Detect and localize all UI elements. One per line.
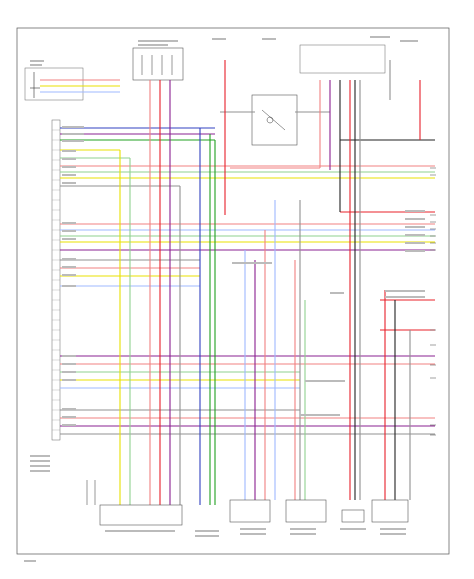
horizontal-wires	[40, 79, 435, 435]
diagram-frame	[16, 27, 450, 555]
left-connector-strip	[51, 119, 61, 441]
right-connector-ticks	[430, 167, 436, 436]
bottom-connector-4	[341, 509, 365, 523]
top-left-component	[24, 67, 84, 101]
bottom-connector-2	[229, 499, 271, 523]
bottom-components	[86, 480, 409, 526]
top-right-component	[251, 44, 386, 146]
bottom-connector-main	[99, 504, 183, 526]
top-center-relay	[132, 47, 184, 81]
vertical-wires	[119, 60, 421, 505]
bottom-connector-5	[371, 499, 409, 523]
bottom-connector-3	[285, 499, 327, 523]
label-marks	[24, 36, 425, 562]
